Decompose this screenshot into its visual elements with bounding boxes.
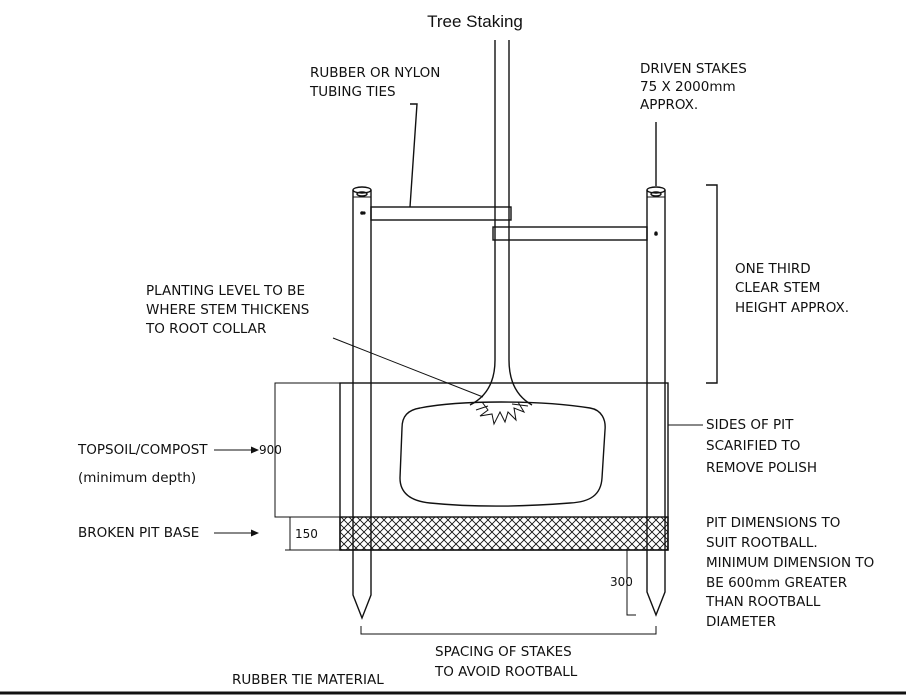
spacing-label: SPACING OF STAKES TO AVOID ROOTBALL xyxy=(434,644,578,680)
base-dimension-line xyxy=(285,516,340,551)
stake-depth-line xyxy=(626,550,636,616)
topsoil-depth: 900 xyxy=(259,443,282,457)
stakes-label: DRIVEN STAKES 75 X 2000mm APPROX. xyxy=(640,61,751,113)
tree-trunk xyxy=(469,40,496,406)
right-stake xyxy=(646,186,666,617)
pit-dimensions-label: PIT DIMENSIONS TO SUIT ROOTBALL. MINIMUM… xyxy=(705,515,879,630)
clear-stem-bracket xyxy=(706,184,718,384)
topsoil-label: TOPSOIL/COMPOST xyxy=(77,442,208,458)
pit-base-label: BROKEN PIT BASE xyxy=(78,525,199,541)
lower-tie xyxy=(492,226,658,241)
diagram-title: Tree Staking xyxy=(427,12,523,31)
ties-label: RUBBER OR NYLON TUBING TIES xyxy=(309,65,445,100)
upper-tie xyxy=(362,206,512,221)
base-depth: 150 xyxy=(295,527,318,541)
clear-stem-label: ONE THIRD CLEAR STEM HEIGHT APPROX. xyxy=(735,261,849,316)
rootball xyxy=(399,401,606,507)
ties-leader xyxy=(409,103,418,208)
min-depth-label: (minimum depth) xyxy=(78,470,196,486)
planting-leader xyxy=(332,337,484,398)
topsoil-dimension-line xyxy=(274,382,340,518)
left-stake xyxy=(352,186,372,620)
spacing-bracket xyxy=(360,626,657,635)
root-collar xyxy=(475,401,529,426)
broken-pit-base xyxy=(339,516,669,551)
topsoil-arrowhead xyxy=(251,446,259,454)
sides-label: SIDES OF PIT SCARIFIED TO REMOVE POLISH xyxy=(706,417,817,476)
tree-trunk-right xyxy=(508,40,533,406)
stake-depth: 300 xyxy=(610,575,633,589)
rubber-tie-label: RUBBER TIE MATERIAL xyxy=(232,672,384,688)
planting-level-label: PLANTING LEVEL TO BE WHERE STEM THICKENS… xyxy=(145,283,314,337)
pit-base-arrowhead xyxy=(251,529,259,537)
